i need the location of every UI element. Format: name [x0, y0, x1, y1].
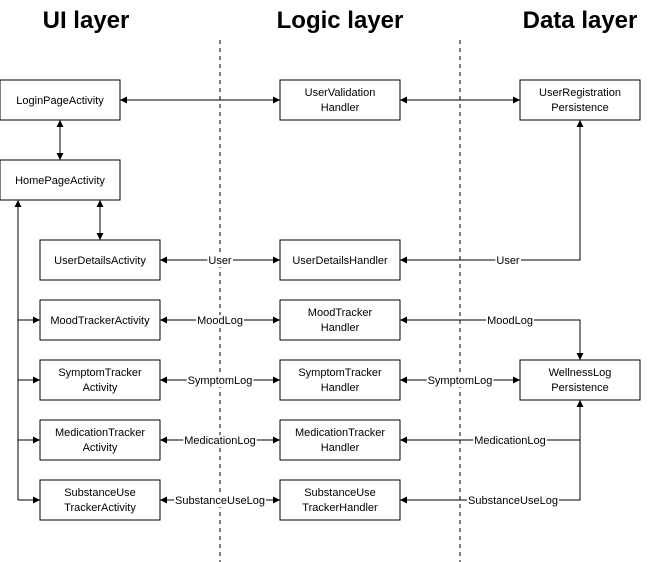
- edge-label-symptomlog-ui: SymptomLog: [188, 375, 253, 387]
- edge-label-symptomlog-data: SymptomLog: [428, 375, 493, 387]
- edge-label-medicationlog-ui: MedicationLog: [184, 435, 256, 447]
- node-home-page-activity: HomePageActivity: [0, 159, 121, 201]
- edge-userdetails-logic-data: [400, 120, 584, 264]
- svg-text:UserDetailsActivity: UserDetailsActivity: [54, 255, 146, 267]
- edge-label-substanceuselog-ui: SubstanceUseLog: [175, 495, 265, 507]
- edge-label-moodlog-data: MoodLog: [487, 315, 533, 327]
- ui-layer-title: UI layer: [43, 7, 130, 34]
- node-user-details-handler: UserDetailsHandler: [279, 239, 401, 281]
- edge-label-user-ui: User: [208, 255, 232, 267]
- edge-label-moodlog-ui: MoodLog: [197, 315, 243, 327]
- node-mood-tracker-activity: MoodTrackerActivity: [39, 299, 161, 341]
- data-layer-title: Data layer: [523, 7, 638, 34]
- edge-substance-logic-data: [400, 400, 581, 504]
- node-user-details-activity: UserDetailsActivity: [39, 239, 161, 281]
- edge-label-medicationlog-data: MedicationLog: [474, 435, 546, 447]
- svg-text:HomePageActivity: HomePageActivity: [15, 175, 105, 187]
- svg-text:LoginPageActivity: LoginPageActivity: [16, 95, 104, 107]
- svg-text:UserDetailsHandler: UserDetailsHandler: [292, 255, 388, 267]
- edge-label-substanceuselog-data: SubstanceUseLog: [468, 495, 558, 507]
- nodes: LoginPageActivity HomePageActivity UserD…: [0, 79, 641, 521]
- edge-mood-logic-data: [400, 316, 584, 360]
- svg-text:MoodTrackerActivity: MoodTrackerActivity: [50, 315, 150, 327]
- logic-layer-title: Logic layer: [277, 7, 404, 34]
- node-login-page-activity: LoginPageActivity: [0, 79, 121, 121]
- edge-medication-logic-data: [400, 400, 584, 444]
- edge-label-user-data: User: [496, 255, 520, 267]
- edge-labels: User MoodLog SymptomLog MedicationLog Su…: [174, 255, 559, 507]
